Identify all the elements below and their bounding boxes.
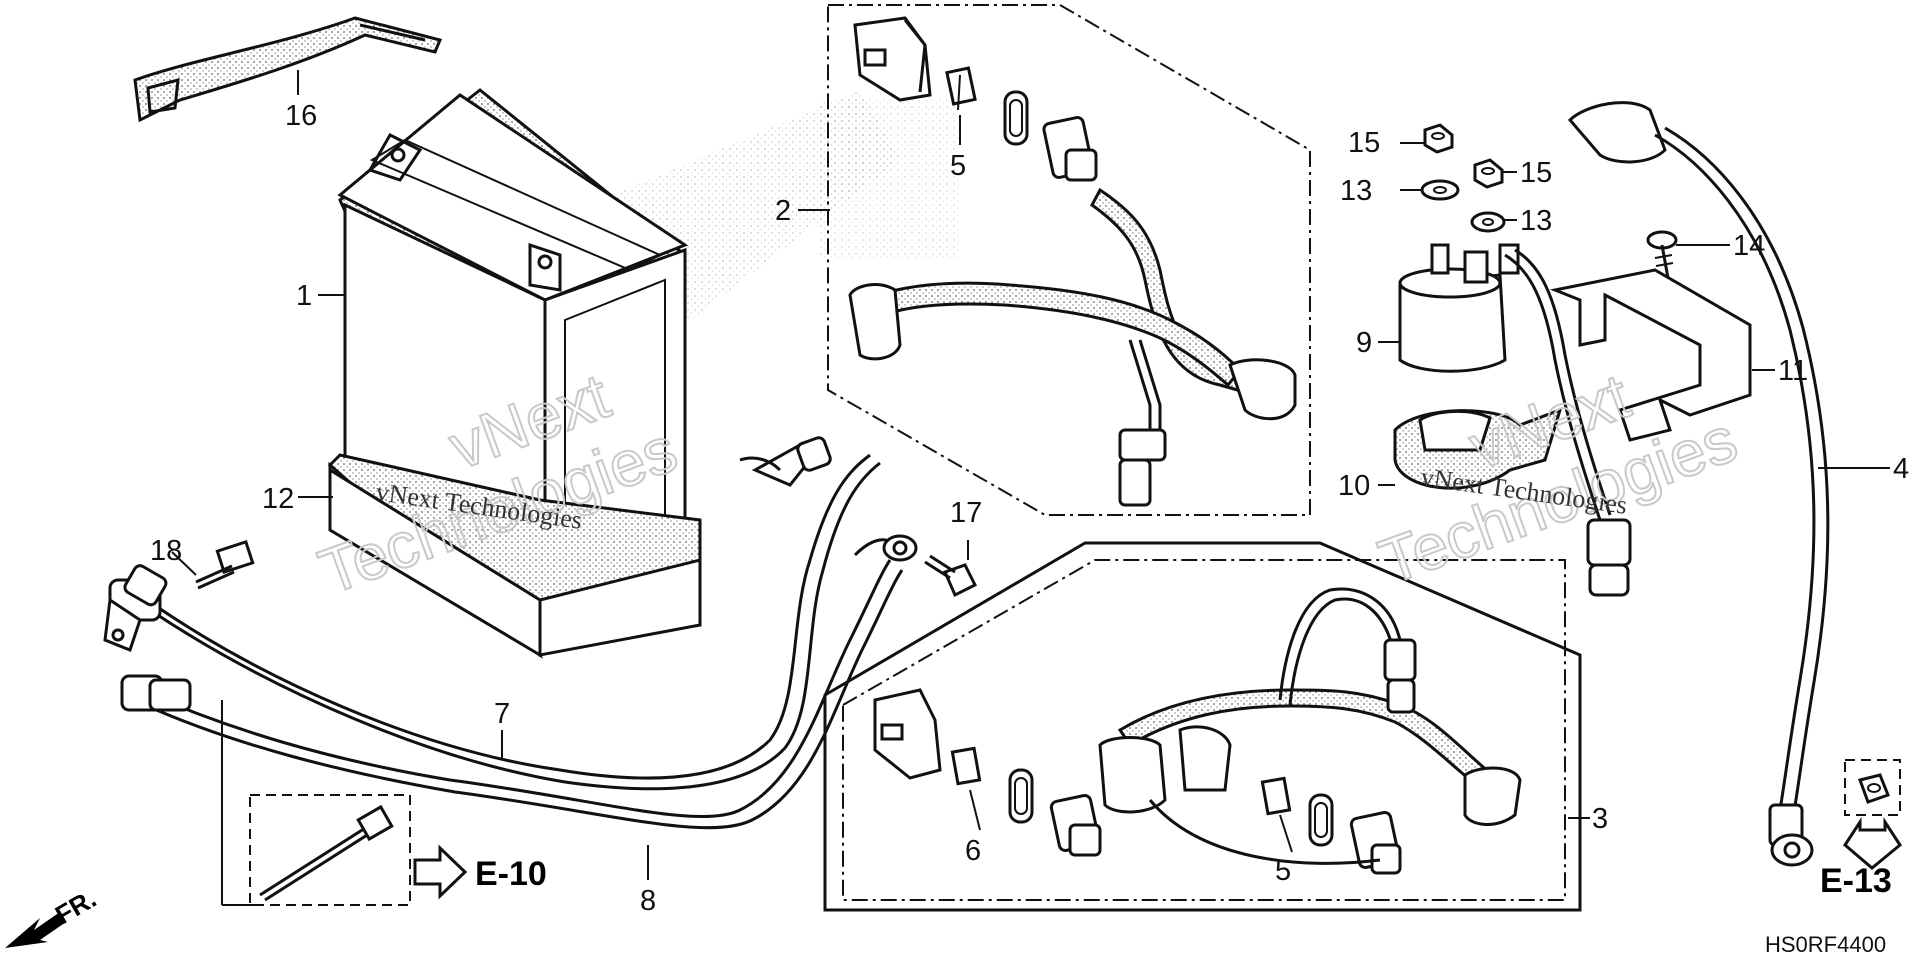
subassembly-box-lower-outer — [823, 541, 1582, 912]
harness-wire-lower — [1098, 587, 1522, 865]
diagram-code: HS0RF4400 — [1765, 932, 1886, 957]
washer-13b — [1470, 211, 1506, 233]
fuse-5-lower — [1260, 776, 1292, 816]
leader-lines — [171, 70, 1890, 880]
callout-14: 14 — [1733, 230, 1765, 262]
fuse-6 — [950, 746, 982, 786]
bolt-17 — [924, 554, 978, 598]
reference-e10: E-10 — [475, 855, 547, 893]
starter-relay — [1398, 243, 1632, 597]
callout-5-upper: 5 — [950, 150, 966, 182]
callout-12: 12 — [262, 483, 294, 515]
harness-wire-upper — [848, 187, 1297, 507]
bolt-18 — [195, 540, 255, 590]
callout-8: 8 — [640, 885, 656, 917]
callout-11: 11 — [1778, 355, 1808, 387]
callout-13b: 13 — [1520, 205, 1552, 237]
callout-15b: 15 — [1520, 157, 1552, 189]
reference-e13-group: E-13 — [1820, 759, 1902, 900]
front-direction-indicator: FR. — [5, 883, 101, 948]
callout-7: 7 — [494, 698, 510, 730]
positive-cable-8 — [120, 534, 918, 830]
bolt-reference-e10: E-10 — [221, 700, 547, 906]
grommet-lower-b — [1308, 793, 1334, 847]
subassembly-box-upper — [827, 4, 1311, 516]
washer-13a — [1420, 179, 1460, 201]
fuse-upper — [945, 66, 977, 111]
callout-13a: 13 — [1340, 175, 1372, 207]
callout-17: 17 — [950, 497, 982, 529]
negative-cable-7 — [103, 453, 881, 791]
callout-2: 2 — [775, 195, 791, 227]
callout-9: 9 — [1356, 327, 1372, 359]
callout-4: 4 — [1893, 453, 1909, 485]
relay-cover-lower — [873, 688, 942, 780]
callout-numbers: 16 1 2 5 12 18 7 8 17 6 5 3 4 15 15 13 1… — [150, 100, 1909, 917]
relay-bracket — [1549, 268, 1752, 442]
relay-cover-upper — [853, 16, 932, 102]
subassembly-box-lower — [842, 559, 1566, 901]
grommet-upper — [1003, 90, 1029, 146]
relay-holder — [1393, 407, 1563, 490]
connector-lower-a — [1049, 794, 1102, 857]
battery-strap — [133, 16, 443, 123]
callout-18: 18 — [150, 535, 182, 567]
watermark-shading-2 — [820, 100, 960, 260]
screw-14 — [1646, 230, 1678, 279]
callout-16: 16 — [285, 100, 317, 132]
nut-15a — [1423, 123, 1454, 154]
callout-15a: 15 — [1348, 127, 1380, 159]
battery-tray — [327, 453, 702, 660]
connector-upper — [1042, 116, 1098, 182]
nut-15b — [1473, 158, 1504, 189]
callout-3: 3 — [1592, 803, 1608, 835]
callout-5-lower: 5 — [1275, 855, 1291, 887]
callout-1: 1 — [296, 280, 312, 312]
callout-10: 10 — [1338, 470, 1370, 502]
connector-lower-b — [1349, 811, 1402, 875]
cable-terminal-7 — [739, 436, 832, 487]
callout-6: 6 — [965, 835, 981, 867]
starter-cable-4 — [1567, 101, 1830, 867]
grommet-lower-a — [1008, 768, 1034, 824]
reference-e13: E-13 — [1820, 862, 1892, 900]
